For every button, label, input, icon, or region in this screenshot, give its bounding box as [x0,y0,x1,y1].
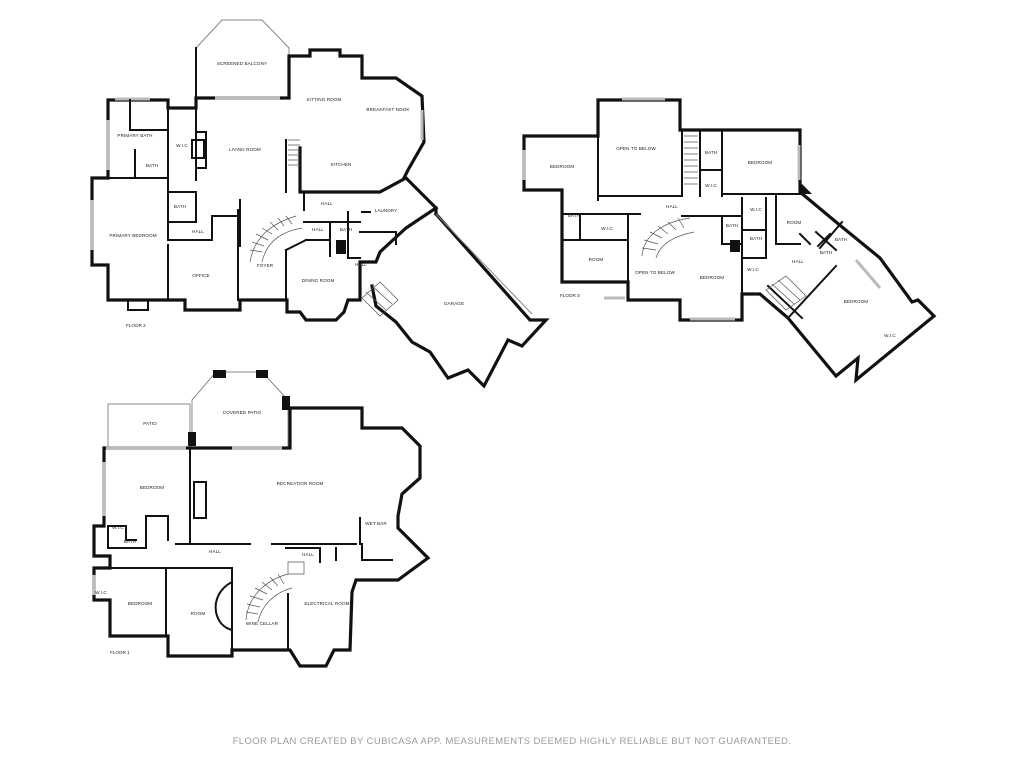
room-label: BATH [174,204,186,209]
room-label: W.I.C [884,333,896,338]
wall-column [730,240,740,252]
room-label: WINE CELLAR [246,621,279,626]
room-label: OPEN TO BELOW [635,270,675,275]
wall-column [800,182,812,194]
room-label: W.I.C [95,590,107,595]
balcony-outline [195,19,290,98]
room-label: BATH [820,250,832,255]
room-label: BATH [124,539,136,544]
curved-wall [214,580,234,632]
room-label: PATIO [143,421,157,426]
floor-2-labels: SCREENED BALCONY SITTING ROOM BREAKFAST … [109,61,464,328]
floor-3-plan: BEDROOM OPEN TO BELOW BATH BEDROOM W.I.C… [522,97,937,384]
room-label: COVERED PATIO [223,410,262,415]
room-label: BATH [705,150,717,155]
room-label: W.I.C [705,183,717,188]
room-label: W.I.C [750,207,762,212]
room-label: HALL [355,262,367,267]
room-label: OPEN TO BELOW [616,146,656,151]
floor-1-interior-wall [107,447,393,651]
room-label: HALL [321,201,333,206]
room-label: PRIMARY BATH [117,133,152,138]
room-label: BEDROOM [700,275,725,280]
balcony-wall [195,47,290,99]
floor-1-stairs [245,561,305,623]
room-label: BEDROOM [550,164,575,169]
room-label: SITTING ROOM [307,97,342,102]
room-label: KITCHEN [331,162,352,167]
floor-label: FLOOR 1 [110,650,130,655]
room-label: BEDROOM [748,160,773,165]
room-label: DINING ROOM [302,278,335,283]
room-label: OFFICE [192,273,209,278]
garage-wall [370,206,550,389]
floor-3-labels: BEDROOM OPEN TO BELOW BATH BEDROOM W.I.C… [550,146,897,338]
room-label: ROOM [787,220,802,225]
room-label: BATH [146,163,158,168]
room-label: ROOM [589,257,604,262]
room-label: HALL [209,549,221,554]
room-label: LAUNDRY [375,208,398,213]
garage-door-line [435,213,533,315]
floor-1-labels: PATIO COVERED PATIO BEDROOM RECREATION R… [95,410,387,655]
wall-column [188,370,290,446]
room-label: HALL [792,259,804,264]
window [90,96,424,250]
floor-2-stairs [249,139,399,317]
floor-3-interior-wall [561,129,844,320]
floor-2-exterior-wall [90,48,439,322]
room-label: BREAKFAST NOOK [366,107,410,112]
room-label: ROOM [191,611,206,616]
room-label: HALL [666,204,678,209]
hearth [127,299,149,311]
room-label: LIVING ROOM [229,147,261,152]
room-label: BEDROOM [128,601,153,606]
room-label: PRIMARY BEDROOM [109,233,156,238]
floor-3-stairs [641,135,807,311]
room-label: ELECTRICAL ROOM [304,601,349,606]
floor-2-interior-wall [107,99,397,301]
floor-label: FLOOR 3 [560,293,580,298]
room-label: HALL [192,229,204,234]
room-label: W.I.C [601,226,613,231]
room-label: BATH [340,227,352,232]
room-label: GARAGE [444,301,464,306]
room-label: BATH [568,213,580,218]
room-label: FOYER [257,263,274,268]
window [522,97,882,321]
wall-column [336,240,346,254]
floor-label: FLOOR 2 [126,323,146,328]
room-label: BATH [835,237,847,242]
room-label: SCREENED BALCONY [217,61,267,66]
room-label: W.I.C [176,143,188,148]
room-label: W.I.C [747,267,759,272]
room-label: BATH [726,223,738,228]
room-label: W.I.C [112,525,124,530]
room-label: RECREATION ROOM [277,481,324,486]
floor-1-plan: PATIO COVERED PATIO BEDROOM RECREATION R… [92,370,431,668]
room-label: WET BAR [365,521,387,526]
floor-2-plan: SCREENED BALCONY SITTING ROOM BREAKFAST … [90,19,550,389]
room-label: BEDROOM [140,485,165,490]
fireplace [191,139,205,159]
room-label: BATH [750,236,762,241]
disclaimer-footer: FLOOR PLAN CREATED BY CUBICASA APP. MEAS… [232,736,792,747]
room-label: HALL [302,552,314,557]
room-label: HALL [312,227,324,232]
room-label: BEDROOM [844,299,869,304]
window [92,446,282,595]
fireplace [193,481,207,519]
